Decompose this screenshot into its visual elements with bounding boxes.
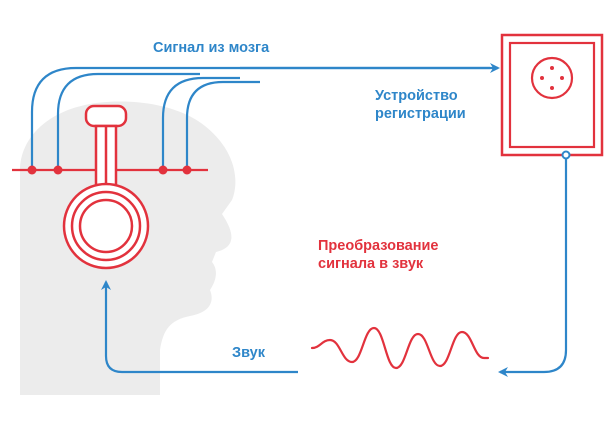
conversion-label-line1: Преобразование: [318, 238, 438, 254]
device-label-line2: регистрации: [375, 106, 466, 122]
sound-return-wire: [101, 280, 298, 374]
device-output-wire: [498, 158, 568, 377]
conversion-label-line2: сигнала в звук: [318, 256, 424, 272]
brain-signal-wires: [30, 66, 490, 170]
electrodes: [27, 165, 192, 175]
electrode-3: [158, 165, 168, 175]
electrode-4: [182, 165, 192, 175]
brain-signal-label: Сигнал из мозга: [153, 40, 270, 56]
electrode-1: [27, 165, 37, 175]
sound-label: Звук: [232, 345, 266, 361]
sound-wave-icon: [310, 326, 490, 370]
headphones-icon: [62, 104, 150, 270]
electrode-2: [53, 165, 63, 175]
device-label-line1: Устройство: [375, 88, 458, 104]
recording-device-icon: [500, 33, 604, 160]
